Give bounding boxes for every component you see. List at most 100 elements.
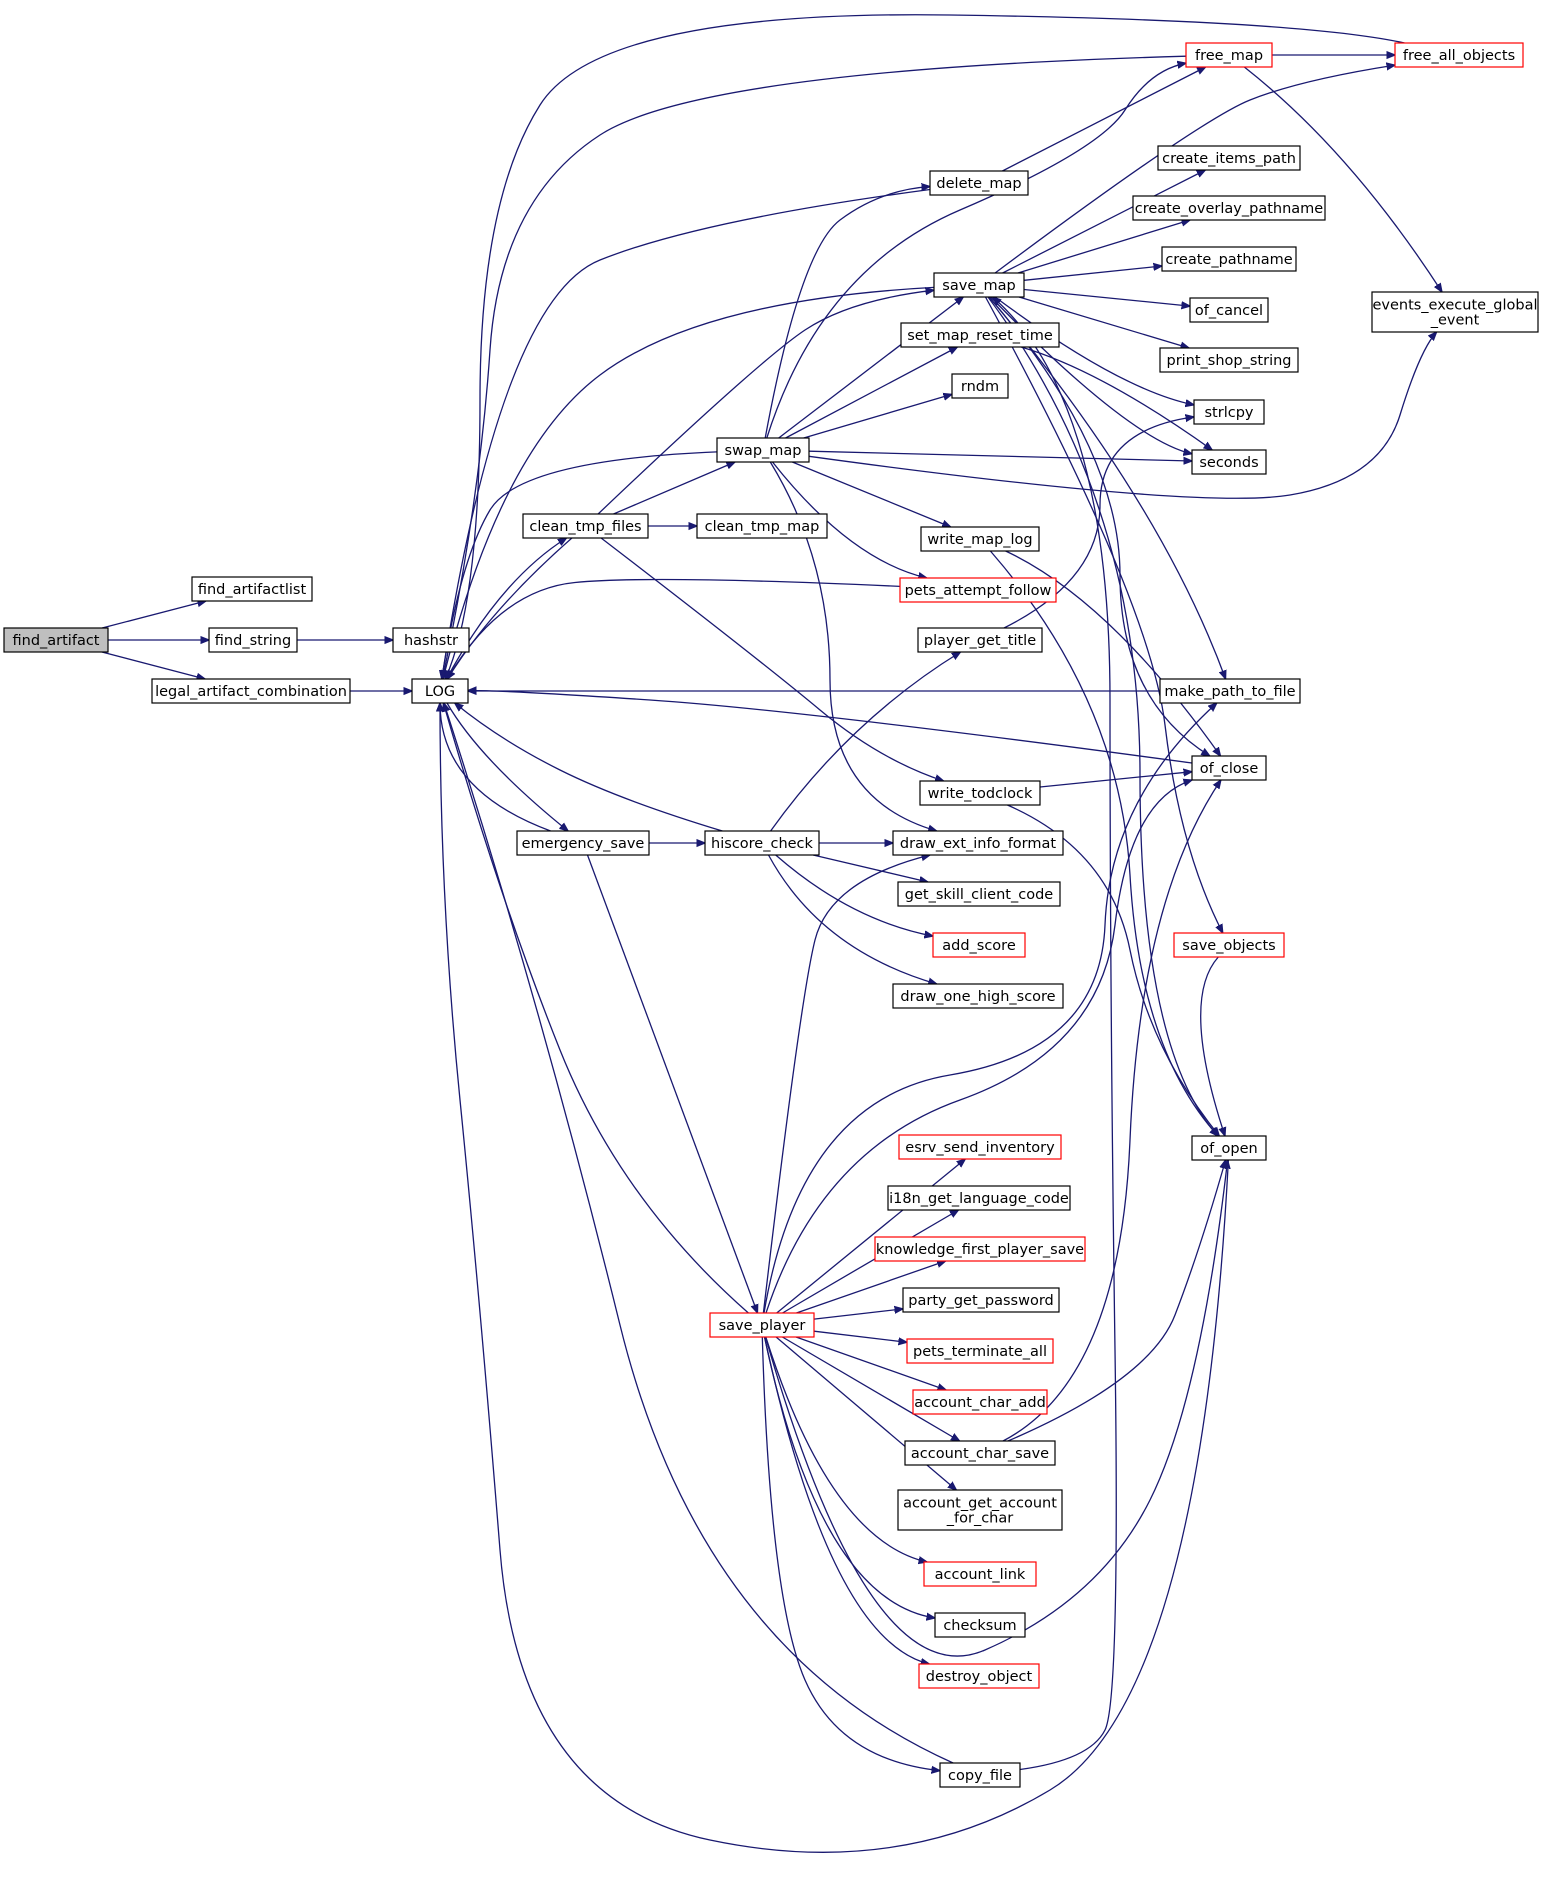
node-box (1159, 678, 1301, 704)
node-box (1173, 932, 1285, 958)
node-clean-tmp-files[interactable]: clean_tmp_files (522, 513, 649, 539)
node-seconds[interactable]: seconds (1191, 449, 1267, 475)
node-of-cancel[interactable]: of_cancel (1189, 297, 1269, 323)
edge-swap_map-to-events_execute_global_event (808, 332, 1437, 499)
node-save-player[interactable]: save_player (709, 1312, 815, 1338)
node-label: i18n_get_language_code (889, 1191, 1069, 1207)
node-of-open[interactable]: of_open (1191, 1135, 1267, 1161)
node-emergency-save[interactable]: emergency_save (516, 830, 650, 856)
node-hashstr[interactable]: hashstr (392, 627, 470, 653)
edge-save_map-to-of_close (988, 296, 1210, 756)
edge-LOG-to-emergency_save (446, 702, 568, 831)
node-legal-artifact-combination[interactable]: legal_artifact_combination (151, 678, 351, 704)
node-account-char-save[interactable]: account_char_save (904, 1440, 1056, 1466)
node-label: account_char_add (914, 1395, 1046, 1411)
node-checksum[interactable]: checksum (934, 1612, 1026, 1638)
node-label: emergency_save (522, 836, 645, 852)
node-box (917, 627, 1043, 653)
node-party-get-password[interactable]: party_get_password (902, 1287, 1060, 1313)
edge-save_map-to-print_shop_string (1018, 296, 1189, 348)
node-label: rndm (961, 379, 999, 395)
node-account-char-add[interactable]: account_char_add (912, 1389, 1048, 1415)
node-write-todclock[interactable]: write_todclock (919, 780, 1041, 806)
node-create-items-path[interactable]: create_items_path (1157, 145, 1301, 171)
node-box (1371, 291, 1539, 333)
edge-save_player-to-LOG (443, 703, 749, 1314)
node-box (3, 627, 109, 653)
node-label: player_get_title (924, 633, 1036, 649)
node-box (704, 830, 820, 856)
node-knowledge-first-player-save[interactable]: knowledge_first_player_save (874, 1236, 1086, 1262)
edge-emergency_save-to-save_player (586, 854, 758, 1313)
edge-hiscore_check-to-player_get_title (770, 652, 961, 832)
node-draw-ext-info-format[interactable]: draw_ext_info_format (892, 830, 1064, 856)
node-label: write_map_log (927, 532, 1032, 548)
node-of-close[interactable]: of_close (1191, 755, 1267, 781)
node-label: copy_file (948, 1768, 1012, 1784)
node-account-link[interactable]: account_link (923, 1561, 1037, 1587)
edge-find_artifact-to-find_artifactlist (101, 601, 206, 629)
edge-save_map-to-create_overlay_pathname (1017, 220, 1190, 274)
node-events-execute-global-event[interactable]: events_execute_global_event (1371, 291, 1539, 333)
edge-save_player-to-destroy_object (763, 1336, 930, 1664)
edge-save_player-to-esrv_send_inventory (776, 1159, 966, 1314)
node-box (892, 830, 1064, 856)
node-make-path-to-file[interactable]: make_path_to_file (1159, 678, 1301, 704)
edge-free_map-to-LOG (443, 55, 1187, 679)
edge-swap_map-to-set_map_reset_time (785, 347, 958, 439)
node-free-all-objects[interactable]: free_all_objects (1394, 42, 1524, 68)
node-set-map-reset-time[interactable]: set_map_reset_time (900, 322, 1060, 348)
node-label: add_score (942, 938, 1016, 954)
edge-save_map-to-of_cancel (1023, 288, 1190, 307)
edge-account_char_save-to-of_close (1002, 780, 1221, 1442)
node-delete-map[interactable]: delete_map (929, 170, 1029, 196)
node-label: _event (1430, 313, 1480, 329)
node-box (696, 513, 828, 539)
node-box (716, 437, 810, 463)
node-pets-attempt-follow[interactable]: pets_attempt_follow (899, 577, 1057, 603)
node-label: legal_artifact_combination (155, 684, 347, 700)
node-pets-terminate-all[interactable]: pets_terminate_all (906, 1338, 1054, 1364)
node-box (1185, 42, 1273, 68)
node-esrv-send-inventory[interactable]: esrv_send_inventory (898, 1134, 1062, 1160)
node-create-overlay-pathname[interactable]: create_overlay_pathname (1132, 195, 1326, 221)
node-LOG[interactable]: LOG (411, 678, 469, 704)
node-save-map[interactable]: save_map (933, 272, 1025, 298)
node-hiscore-check[interactable]: hiscore_check (704, 830, 820, 856)
node-find-string[interactable]: find_string (208, 627, 298, 653)
node-clean-tmp-map[interactable]: clean_tmp_map (696, 513, 828, 539)
node-save-objects[interactable]: save_objects (1173, 932, 1285, 958)
node-find-artifactlist[interactable]: find_artifactlist (191, 576, 313, 602)
node-destroy-object[interactable]: destroy_object (918, 1663, 1040, 1689)
node-swap-map[interactable]: swap_map (716, 437, 810, 463)
node-label: clean_tmp_map (705, 519, 820, 535)
node-box (933, 272, 1025, 298)
node-label: account_char_save (911, 1446, 1049, 1462)
node-find-artifact[interactable]: find_artifact (3, 627, 109, 653)
node-free-map[interactable]: free_map (1185, 42, 1273, 68)
node-label: clean_tmp_files (529, 519, 641, 535)
node-i18n-get-language-code[interactable]: i18n_get_language_code (887, 1185, 1071, 1211)
node-box (900, 322, 1060, 348)
node-label: party_get_password (908, 1293, 1053, 1309)
edge-save_player-to-of_open (764, 1160, 1228, 1657)
node-box (1191, 449, 1267, 475)
node-label: strlcpy (1205, 405, 1254, 421)
node-copy-file[interactable]: copy_file (939, 1762, 1021, 1788)
edge-clean_tmp_files-to-LOG (447, 537, 573, 679)
node-strlcpy[interactable]: strlcpy (1193, 399, 1265, 425)
node-write-map-log[interactable]: write_map_log (920, 526, 1040, 552)
edge-swap_map-to-pets_attempt_follow (771, 461, 927, 578)
node-box (1191, 755, 1267, 781)
node-account-get-account-for-char[interactable]: account_get_account_for_char (897, 1489, 1063, 1531)
node-create-pathname[interactable]: create_pathname (1161, 246, 1297, 272)
node-box (904, 1440, 1056, 1466)
node-draw-one-high-score[interactable]: draw_one_high_score (892, 983, 1064, 1009)
node-box (151, 678, 351, 704)
node-rndm[interactable]: rndm (951, 373, 1009, 399)
node-add-score[interactable]: add_score (932, 932, 1026, 958)
node-get-skill-client-code[interactable]: get_skill_client_code (897, 881, 1061, 907)
node-print-shop-string[interactable]: print_shop_string (1159, 347, 1299, 373)
edge-clean_tmp_files-to-write_todclock (600, 537, 944, 781)
node-player-get-title[interactable]: player_get_title (917, 627, 1043, 653)
